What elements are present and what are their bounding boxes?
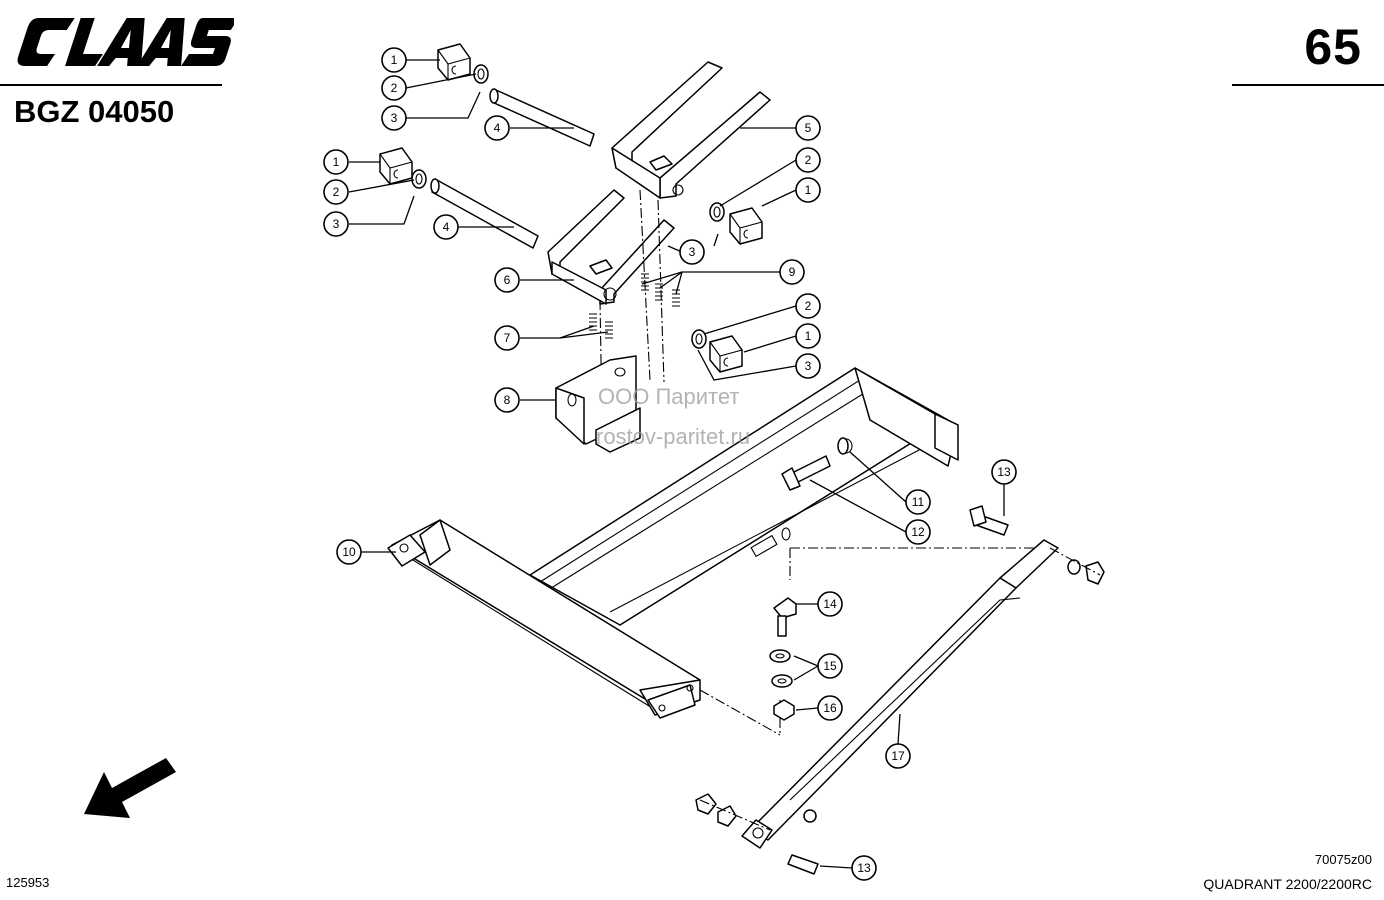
svg-text:4: 4 [443,220,450,234]
drawing-number: 70075z00 [1314,852,1372,867]
bushings [411,64,725,349]
svg-text:13: 13 [857,861,871,875]
svg-text:2: 2 [333,185,340,199]
lower-fork-bracket [547,189,675,305]
callout-2: 2 [795,293,821,319]
svg-text:8: 8 [504,393,511,407]
watermark-company: ООО Паритет [598,384,740,409]
header-rule-right [1232,84,1384,86]
springs [589,189,680,421]
callout-7: 7 [494,325,520,351]
bolt-and-washer-upper [781,437,849,491]
svg-text:13: 13 [997,465,1011,479]
callout-5: 5 [795,115,821,141]
callout-3: 3 [323,211,349,237]
svg-text:2: 2 [805,299,812,313]
svg-text:4: 4 [494,121,501,135]
callout-11: 11 [905,489,931,515]
callout-17: 17 [885,743,911,769]
svg-text:5: 5 [805,121,812,135]
svg-text:3: 3 [805,359,812,373]
document-code: BGZ 04050 [14,94,175,129]
callout-13: 13 [851,855,877,881]
callout-14: 14 [817,591,843,617]
svg-text:17: 17 [891,749,905,763]
svg-text:9: 9 [789,265,796,279]
callout-8: 8 [494,387,520,413]
svg-text:10: 10 [342,545,356,559]
callout-1: 1 [795,177,821,203]
svg-text:1: 1 [805,183,812,197]
svg-text:3: 3 [333,217,340,231]
callout-9: 9 [779,259,805,285]
callout-group: 1 2 3 4 5 1 2 3 4 2 1 3 6 9 2 7 1 3 8 11… [323,47,1017,881]
claas-logo [17,18,234,66]
svg-text:3: 3 [391,111,398,125]
callout-12: 12 [905,519,931,545]
callout-2: 2 [795,147,821,173]
main-frame [387,367,1050,736]
watermark-url: rostov-paritet.ru [596,424,751,449]
svg-text:16: 16 [823,701,837,715]
svg-text:3: 3 [689,245,696,259]
svg-text:1: 1 [333,155,340,169]
svg-text:6: 6 [504,273,511,287]
pins [430,88,595,249]
callout-1: 1 [323,149,349,175]
callout-3: 3 [795,353,821,379]
mounting-plate [555,355,641,453]
svg-text:7: 7 [504,331,511,345]
svg-text:11: 11 [912,495,925,509]
callout-2: 2 [323,179,349,205]
callout-1: 1 [381,47,407,73]
leader-lines [348,59,1005,869]
svg-text:1: 1 [391,53,398,67]
svg-text:2: 2 [391,81,398,95]
model-name: QUADRANT 2200/2200RC [1203,876,1372,892]
svg-text:12: 12 [911,525,925,539]
callout-10: 10 [336,539,362,565]
svg-text:1: 1 [805,329,812,343]
callout-1: 1 [795,323,821,349]
svg-text:2: 2 [805,153,812,167]
bolt-14-washers-nut [769,597,797,721]
callout-13: 13 [991,459,1017,485]
callout-2: 2 [381,75,407,101]
page-number: 65 [1304,19,1362,75]
bearing-blocks [379,43,763,373]
hydraulic-cylinder [695,539,1101,875]
direction-arrow [84,758,176,818]
reference-number: 125953 [6,875,50,890]
svg-text:14: 14 [823,597,837,611]
callout-4: 4 [433,214,459,240]
callout-16: 16 [817,695,843,721]
header-rule-left [0,84,222,86]
callout-4: 4 [484,115,510,141]
callout-3: 3 [381,105,407,131]
callout-3: 3 [679,239,705,265]
bolt-13-upper [969,505,1105,585]
upper-fork-bracket [611,61,771,199]
svg-text:15: 15 [823,659,837,673]
callout-15: 15 [817,653,843,679]
callout-6: 6 [494,267,520,293]
